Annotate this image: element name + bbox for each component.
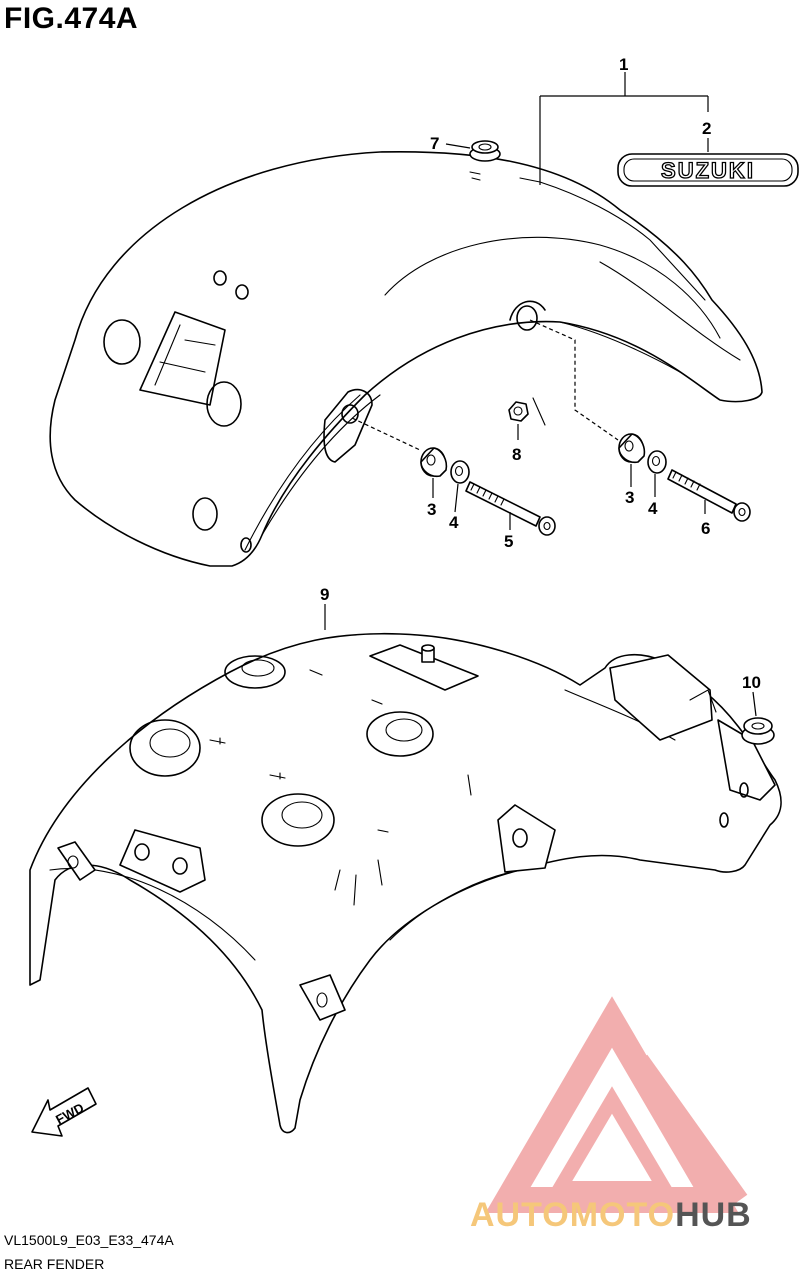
callout-1: 1 xyxy=(619,55,628,74)
callout-labels: 1 2 7 8 3 4 5 3 4 6 9 10 xyxy=(320,55,761,692)
watermark-logo xyxy=(485,996,748,1213)
grommet-part-10 xyxy=(741,717,775,745)
watermark-wordmark: AUTOMOTOHUB xyxy=(470,1196,752,1235)
callout-2: 2 xyxy=(702,119,711,138)
watermark-part2: HUB xyxy=(675,1196,752,1234)
callout-4-left: 4 xyxy=(449,513,459,532)
callout-3-left: 3 xyxy=(427,500,436,519)
leader-lines-upper xyxy=(351,72,709,530)
emblem-text: SUZUKI xyxy=(661,158,755,183)
watermark-part1: AUTOMOTO xyxy=(470,1196,676,1234)
callout-7: 7 xyxy=(430,134,439,153)
bolt-part-5 xyxy=(465,481,556,536)
callout-10: 10 xyxy=(742,673,761,692)
fwd-label: FWD xyxy=(53,1100,86,1127)
figure-title: FIG.474A xyxy=(4,2,139,35)
callout-5: 5 xyxy=(504,532,513,551)
nut-part-8 xyxy=(508,401,529,422)
washer-part-4-right xyxy=(647,450,667,474)
diagram-code: VL1500L9_E03_E33_474A xyxy=(4,1232,174,1248)
bolt-part-6 xyxy=(667,469,751,522)
callout-3-right: 3 xyxy=(625,488,634,507)
diagram-name: REAR FENDER xyxy=(4,1256,105,1272)
washer-part-4-left xyxy=(450,460,470,484)
leader-lines-lower xyxy=(324,604,757,717)
grommet-part-7 xyxy=(469,140,501,162)
callout-6: 6 xyxy=(701,519,710,538)
callout-4-right: 4 xyxy=(648,499,658,518)
spacer-part-3-left xyxy=(420,447,448,478)
rear-fender-part-1 xyxy=(49,150,763,567)
callout-8: 8 xyxy=(512,445,521,464)
callout-9: 9 xyxy=(320,585,329,604)
inner-fender-part-9 xyxy=(29,632,782,1134)
spacer-part-3-right xyxy=(618,433,646,464)
forward-direction-arrow: FWD xyxy=(31,1087,97,1137)
suzuki-emblem-part-2: SUZUKI xyxy=(617,153,799,187)
